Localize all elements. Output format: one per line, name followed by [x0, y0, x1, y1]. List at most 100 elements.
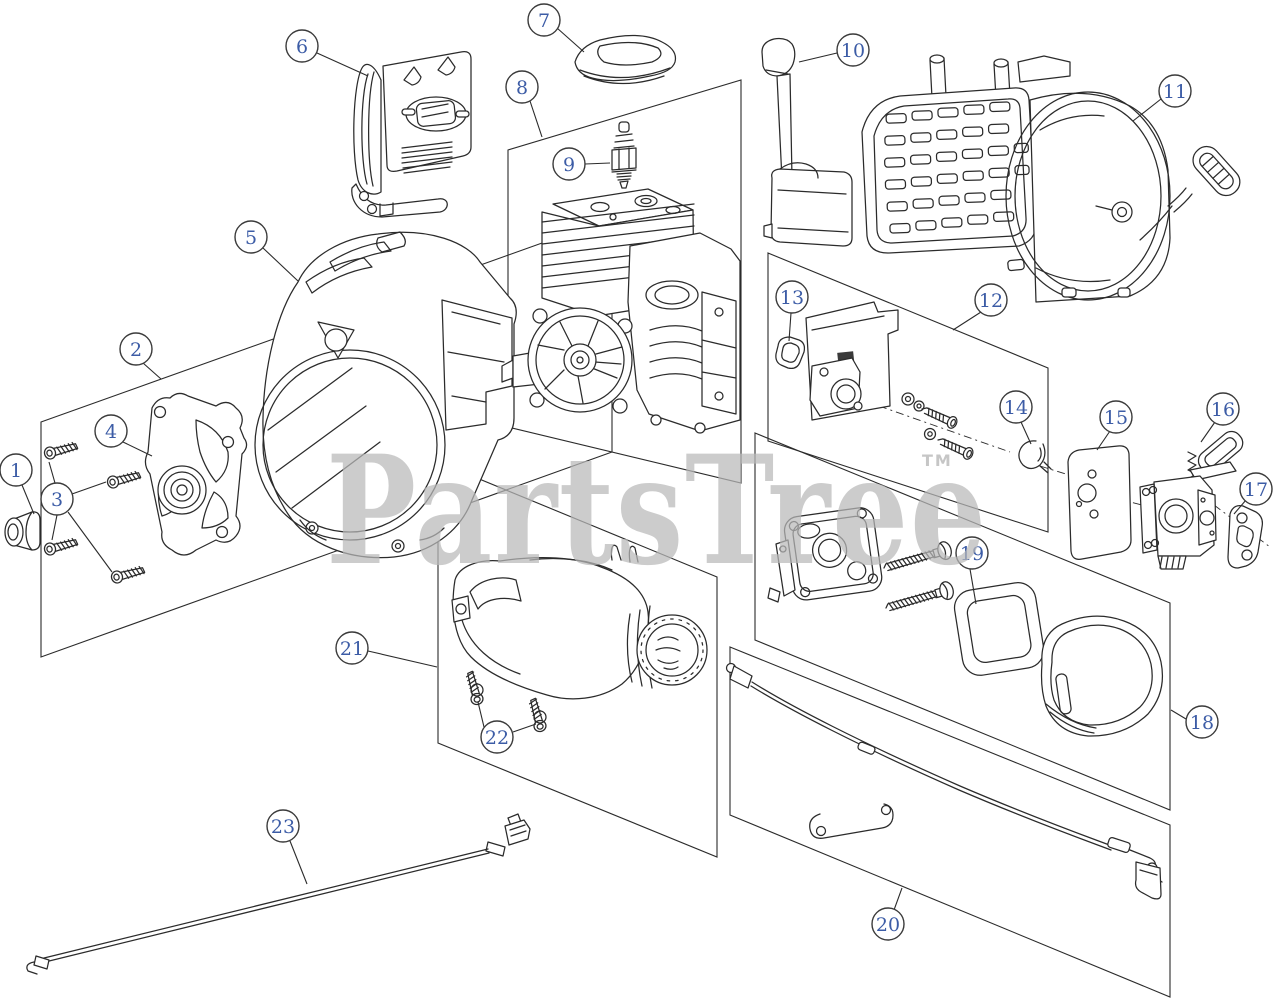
- part-fuel-tank: [452, 545, 707, 699]
- callout-3-leader: [68, 512, 112, 572]
- callout-23-circle[interactable]: [267, 810, 299, 842]
- part-engine-mount-bushing: [5, 512, 40, 550]
- callout-7-circle[interactable]: [528, 4, 560, 36]
- callout-6-circle[interactable]: [286, 30, 318, 62]
- callout-8[interactable]: 8: [506, 71, 542, 137]
- callout-13[interactable]: 13: [776, 281, 808, 341]
- callout-8-circle[interactable]: [506, 71, 538, 103]
- callout-5[interactable]: 5: [235, 221, 298, 281]
- callout-17-circle[interactable]: [1240, 473, 1272, 505]
- part-carburetor: [1140, 427, 1247, 569]
- part-starter-assembly: [862, 55, 1245, 302]
- callout-2-number: 2: [130, 339, 142, 361]
- callout-7[interactable]: 7: [528, 4, 584, 52]
- callout-12-number: 12: [979, 290, 1003, 312]
- callout-5-leader: [263, 248, 298, 281]
- callout-21-circle[interactable]: [336, 632, 368, 664]
- callout-17-leader: [1234, 500, 1246, 514]
- callout-3[interactable]: 3: [41, 462, 112, 572]
- callout-1-leader: [22, 485, 34, 514]
- callout-14[interactable]: 14: [1000, 391, 1032, 444]
- callout-16[interactable]: 16: [1201, 393, 1239, 442]
- callout-22-circle[interactable]: [481, 721, 513, 753]
- callout-15-leader: [1097, 431, 1110, 450]
- callout-16-number: 16: [1211, 399, 1235, 421]
- callout-2[interactable]: 2: [120, 333, 161, 379]
- callout-18[interactable]: 18: [1171, 706, 1218, 738]
- part-heat-shield-manifold: [806, 302, 898, 420]
- callout-20-circle[interactable]: [872, 908, 904, 940]
- callout-23[interactable]: 23: [267, 810, 307, 884]
- callout-4-number: 4: [105, 421, 117, 443]
- callout-21[interactable]: 21: [336, 632, 437, 667]
- assembly-axis-line: [1214, 505, 1270, 547]
- part-clamp: [1019, 441, 1051, 473]
- callout-3-leader: [72, 482, 106, 494]
- callout-3-circle[interactable]: [41, 483, 73, 515]
- callout-4-circle[interactable]: [95, 415, 127, 447]
- callout-14-number: 14: [1004, 397, 1028, 419]
- callout-18-leader: [1171, 710, 1186, 719]
- callout-19-leader: [970, 569, 976, 604]
- callout-9-leader: [585, 163, 610, 164]
- callout-15[interactable]: 15: [1097, 401, 1132, 450]
- callout-15-circle[interactable]: [1100, 401, 1132, 433]
- callout-1[interactable]: 1: [0, 454, 34, 514]
- callout-17[interactable]: 17: [1234, 473, 1272, 514]
- callout-19-circle[interactable]: [956, 537, 988, 569]
- part-wire-retainer: [810, 804, 893, 838]
- callout-11-number: 11: [1163, 81, 1187, 103]
- callout-9-circle[interactable]: [553, 148, 585, 180]
- callout-10[interactable]: 10: [799, 34, 869, 66]
- callout-13-circle[interactable]: [776, 281, 808, 313]
- part-throttle-cable: [27, 814, 530, 974]
- part-top-cover: [575, 35, 675, 83]
- callout-14-leader: [1021, 422, 1031, 444]
- callout-11-leader: [1133, 99, 1161, 121]
- trademark-symbol: TM: [922, 451, 953, 470]
- callout-16-circle[interactable]: [1207, 393, 1239, 425]
- intake-box: [768, 253, 1048, 532]
- callout-5-circle[interactable]: [235, 221, 267, 253]
- callout-20[interactable]: 20: [872, 888, 904, 940]
- callout-9[interactable]: 9: [553, 148, 610, 180]
- part-carb-plate: [1068, 446, 1131, 559]
- callout-2-circle[interactable]: [120, 333, 152, 365]
- callout-22[interactable]: 22: [478, 702, 536, 753]
- callout-6-number: 6: [296, 36, 308, 58]
- callout-4[interactable]: 4: [95, 415, 152, 456]
- callout-17-number: 17: [1244, 479, 1268, 501]
- callout-1-circle[interactable]: [0, 454, 32, 486]
- callout-21-number: 21: [340, 638, 364, 660]
- callout-12[interactable]: 12: [953, 284, 1007, 330]
- callout-7-leader: [557, 28, 584, 52]
- part-intake-gasket: [776, 337, 805, 368]
- callout-19-number: 19: [960, 543, 984, 565]
- part-air-filter-gasket: [952, 580, 1046, 678]
- part-air-filter-base: [783, 506, 884, 602]
- part-throttle-cable-assembly: [727, 664, 1163, 899]
- part-blower-housing: [255, 232, 516, 558]
- callout-3-number: 3: [51, 489, 63, 511]
- callout-19[interactable]: 19: [956, 537, 988, 604]
- callout-9-number: 9: [563, 154, 575, 176]
- part-air-filter-screws: [880, 539, 956, 618]
- air-filter-box: [755, 433, 1170, 810]
- part-crankcase-block: [628, 233, 740, 433]
- part-tank-screws: [463, 669, 548, 734]
- callout-12-circle[interactable]: [975, 284, 1007, 316]
- starter-handle: [1188, 141, 1246, 201]
- callout-11[interactable]: 11: [1133, 75, 1191, 121]
- part-choke-lever: [768, 540, 795, 602]
- callout-14-circle[interactable]: [1000, 391, 1032, 423]
- callout-10-circle[interactable]: [837, 34, 869, 66]
- part-mounting-hardware: [902, 393, 1051, 473]
- callout-6[interactable]: 6: [286, 30, 368, 76]
- callout-22-number: 22: [485, 727, 509, 749]
- callout-11-circle[interactable]: [1159, 75, 1191, 107]
- assembly-axis-line: [862, 400, 1010, 452]
- callout-18-circle[interactable]: [1186, 706, 1218, 738]
- part-crankcase-fan: [502, 308, 632, 413]
